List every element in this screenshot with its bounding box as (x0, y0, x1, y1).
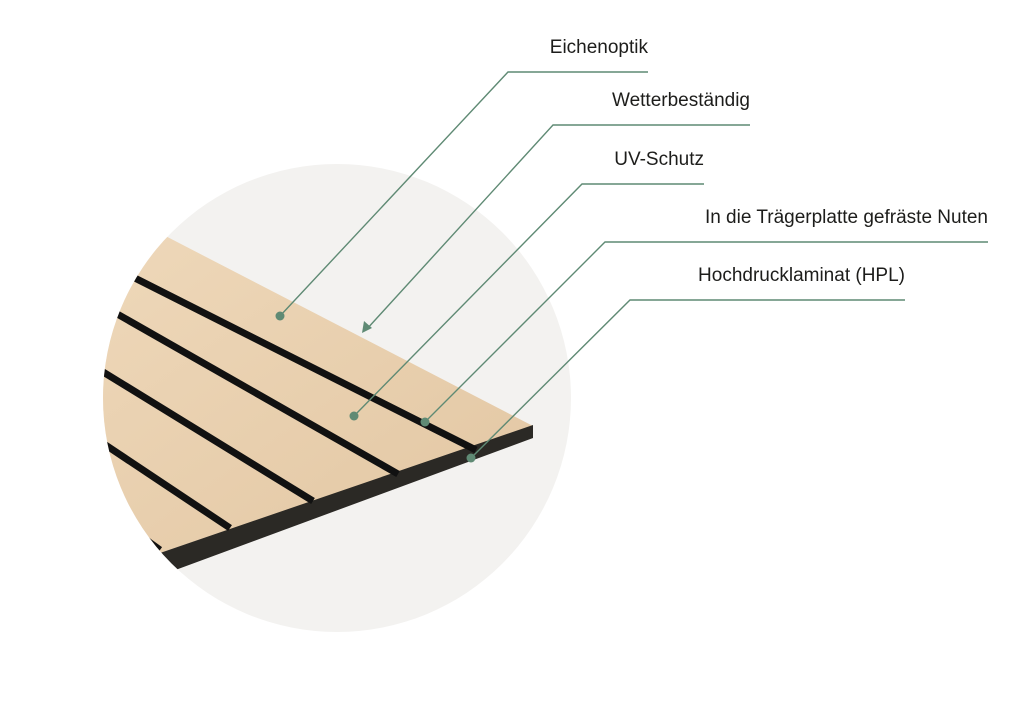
label-hpl: Hochdrucklaminat (HPL) (698, 265, 905, 286)
leader-eichenoptik (279, 71, 648, 317)
label-wetterbestaendig: Wetterbeständig (611, 90, 750, 111)
leader-lines (279, 71, 988, 459)
leader-hpl (470, 299, 905, 459)
wood-surface (103, 228, 533, 560)
marker-dot (349, 411, 359, 421)
marker-dot (275, 311, 285, 321)
groove (103, 364, 315, 504)
marker-dot (466, 453, 476, 463)
label-uv-schutz: UV-Schutz (614, 149, 704, 170)
arrowhead-icon (362, 321, 372, 333)
leader-uv-schutz (353, 183, 704, 417)
label-eichenoptik: Eichenoptik (549, 37, 648, 58)
leader-wetterbestaendig (365, 124, 750, 331)
label-nuten: In die Trägerplatte gefräste Nuten (704, 207, 988, 228)
groove (103, 437, 232, 531)
marker-dot (420, 417, 430, 427)
panel-edge (140, 425, 533, 572)
groove (103, 258, 478, 454)
groove (103, 303, 400, 478)
leader-nuten (424, 241, 988, 423)
